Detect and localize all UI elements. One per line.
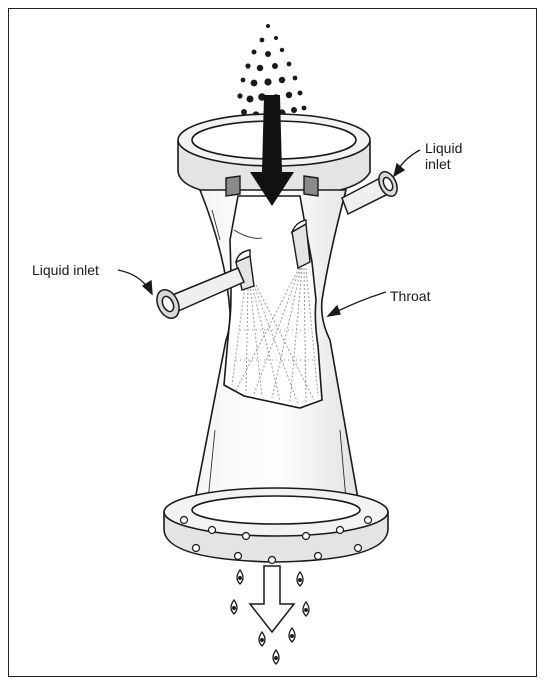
label-liquid-inlet-left: Liquid inlet [32, 262, 99, 278]
label-liquid-inlet-right: Liquid inlet [425, 140, 495, 172]
label-throat: Throat [390, 288, 430, 304]
gas-outflow-arrow [250, 566, 294, 632]
bottom-flange [164, 488, 388, 564]
